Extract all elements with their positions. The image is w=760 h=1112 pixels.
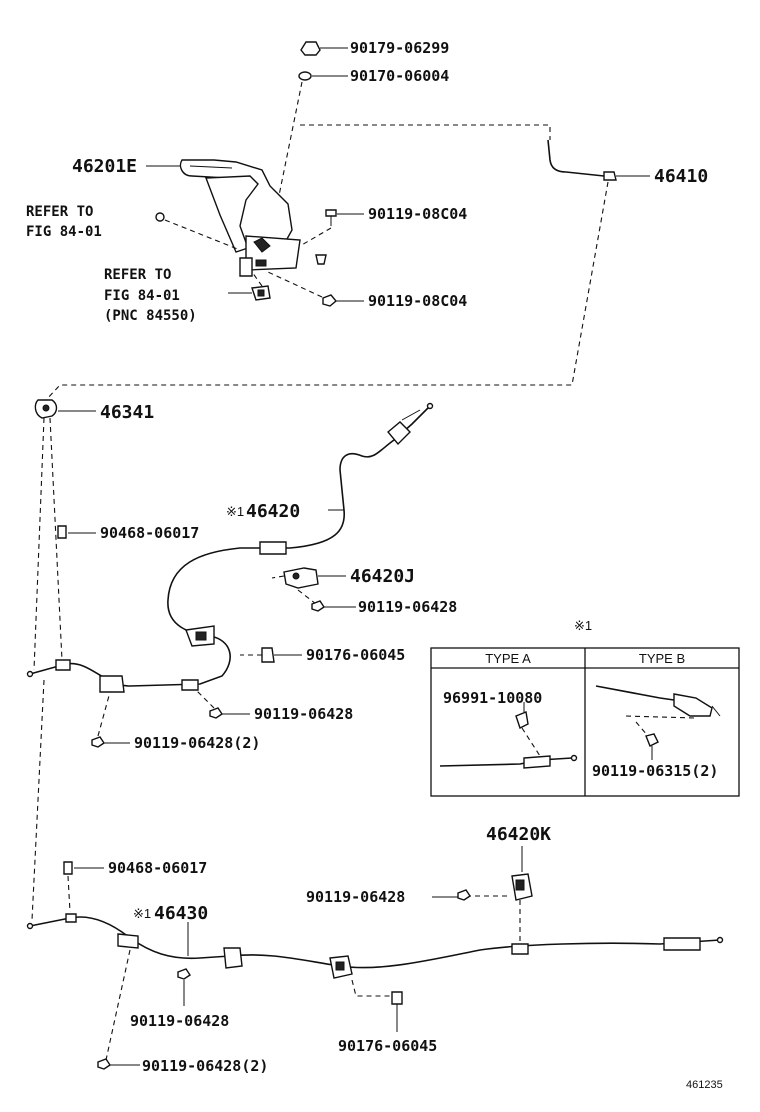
bolt-90119-06428-front-clamp (195, 689, 250, 719)
label-rod: 46410 (654, 166, 708, 187)
label-clip-front: 90468-06017 (100, 524, 199, 542)
label-bolt-front-pair: 90119-06428(2) (134, 734, 260, 752)
label-bolt-k: 90119-06428 (306, 888, 405, 906)
rod-46410 (45, 139, 650, 401)
label-grommet-rear: 90176-06045 (338, 1037, 437, 1055)
clip-90468-06017-rear (63, 861, 104, 913)
bolt-90119-06428-rear-pair (97, 949, 140, 1070)
washer-90170-06004 (298, 71, 348, 81)
label-fig-lower: FIG 84-01 (104, 288, 180, 304)
bolt-90119-06428-j (311, 600, 356, 612)
label-fig-upper: FIG 84-01 (26, 224, 102, 240)
parking-brake-lever-46201E (146, 159, 301, 277)
label-grommet-front: 90176-06045 (306, 646, 405, 664)
label-washer-top: 90170-06004 (350, 67, 449, 85)
label-refer-lower: REFER TO (104, 267, 171, 283)
bolt-90119-06428-rear-clamp (177, 968, 191, 1006)
label-cable-rear: 46430 (154, 903, 208, 924)
label-bolt-lower: 90119-08C04 (368, 292, 467, 310)
inset-box (430, 647, 740, 797)
grommet-90176-06045-front (240, 647, 302, 663)
label-bolt-j: 90119-06428 (358, 598, 457, 616)
label-clamp-k: 46420K (486, 824, 551, 845)
label-clamp-j: 46420J (350, 566, 415, 587)
bolt-refer-upper (155, 212, 241, 251)
label-clip-rear: 90468-06017 (108, 859, 207, 877)
label-lever: 46201E (72, 156, 137, 177)
bolt-90119-08C04-upper (299, 209, 364, 247)
label-cable-front-mark: ※1 (226, 504, 244, 519)
cable-46430 (26, 913, 724, 979)
label-bolt-front-clamp: 90119-06428 (254, 705, 353, 723)
inset-type-b-drawing (595, 685, 721, 760)
clip-90468-06017-front (57, 525, 96, 539)
nut-90179-06299 (300, 41, 348, 56)
clamp-46420J (271, 567, 346, 605)
label-equalizer: 46341 (100, 402, 154, 423)
switch-refer-lower (228, 271, 271, 301)
label-bolt-upper: 90119-08C04 (368, 205, 467, 223)
inset-type-b: TYPE B (639, 651, 685, 666)
inset-type-a-drawing (439, 702, 578, 769)
label-refer-upper: REFER TO (26, 204, 93, 220)
bolt-90119-06428-k (432, 889, 471, 901)
diagram-number: 461235 (686, 1079, 723, 1091)
inset-part-b: 90119-06315(2) (592, 762, 718, 780)
label-pnc: (PNC 84550) (104, 308, 197, 324)
label-cable-front: 46420 (246, 501, 300, 522)
inset-part-a: 96991-10080 (443, 689, 542, 707)
label-bolt-rear-pair: 90119-06428(2) (142, 1057, 268, 1075)
label-cable-rear-mark: ※1 (133, 906, 151, 921)
inset-type-a: TYPE A (485, 651, 531, 666)
inset-mark: ※1 (574, 618, 592, 633)
grommet-90176-06045-rear (351, 979, 403, 1032)
bolt-90119-06428-front-pair (91, 691, 130, 748)
bolt-90119-08C04-lower (267, 271, 364, 307)
label-bolt-rear-clamp: 90119-06428 (130, 1012, 229, 1030)
label-nut-top: 90179-06299 (350, 39, 449, 57)
equalizer-46341 (33, 399, 96, 671)
cable-46420 (26, 402, 434, 693)
clamp-46420K (466, 846, 533, 944)
bolt-small-mid (315, 254, 327, 265)
